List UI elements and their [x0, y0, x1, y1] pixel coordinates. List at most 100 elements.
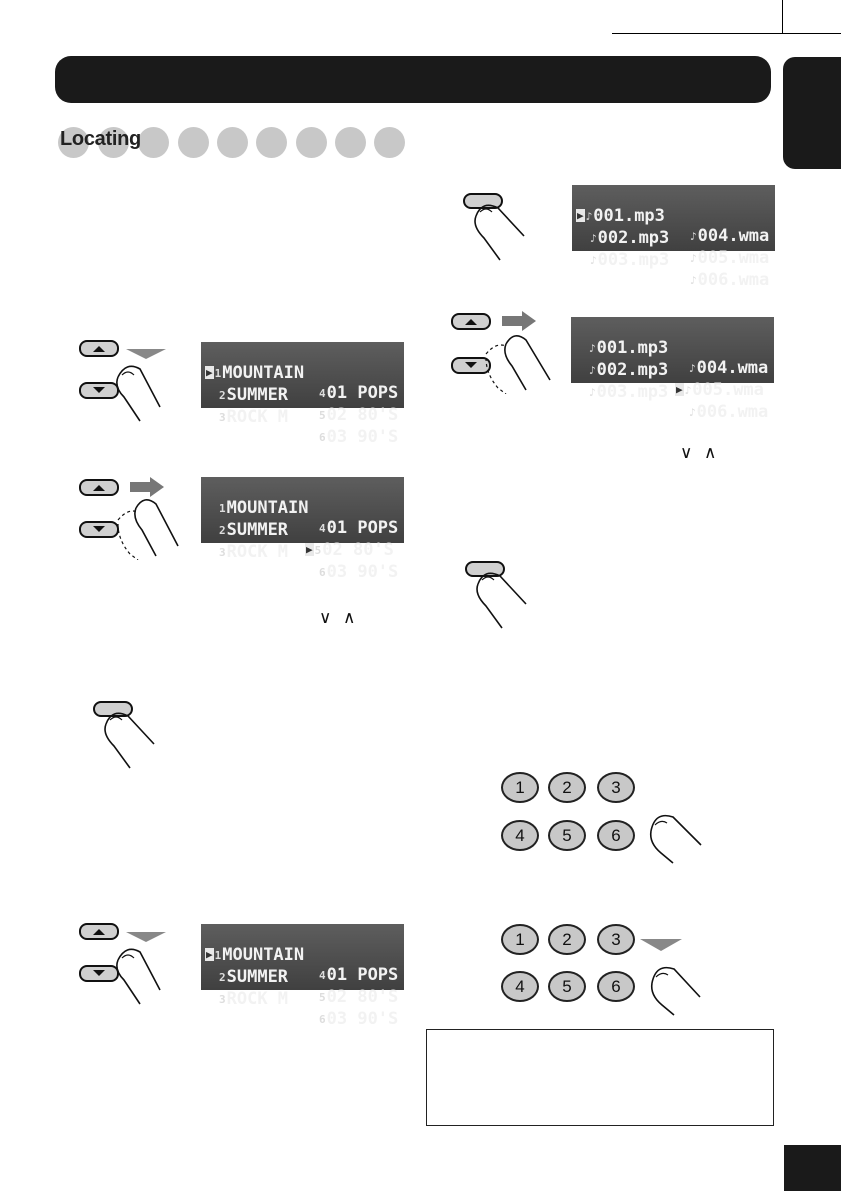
finger-press-icon: [476, 572, 527, 629]
music-note-icon: ♪: [590, 254, 597, 267]
chevron-up-icon: ∧: [343, 608, 356, 628]
folder-name: MOUNTAIN: [222, 945, 305, 965]
folder-number: 6: [319, 431, 326, 444]
decor-dot: [256, 127, 287, 158]
folder-number: 4: [319, 387, 326, 400]
folder-number: 5: [319, 991, 326, 1004]
folder-name: 01 POPS: [326, 518, 399, 538]
folder-name: MOUNTAIN: [222, 363, 305, 383]
down-button: [451, 357, 491, 374]
chevron-down-icon: ∨: [319, 608, 332, 628]
folder-name: MOUNTAIN: [226, 498, 309, 518]
music-note-icon: ♪: [689, 362, 696, 375]
decor-dot: [217, 127, 248, 158]
file-list-display-1: ▶♪001.mp3 ♪004.wma ♪002.mp3 ♪005.wma ♪00…: [572, 185, 775, 290]
selector-triangle-icon: ▶: [205, 948, 214, 961]
chevron-down-icon: ∨: [680, 443, 693, 463]
music-note-icon: ♪: [589, 342, 596, 355]
file-name: 002.mp3: [596, 360, 669, 380]
language-tab: [783, 57, 841, 169]
music-note-icon: ♪: [690, 230, 697, 243]
folder-name: SUMMER: [226, 385, 289, 405]
music-note-icon: ♪: [585, 210, 593, 223]
number-key: 3: [597, 924, 635, 955]
music-note-icon: ♪: [589, 364, 596, 377]
folder-number: 3: [219, 411, 226, 424]
music-note-icon: ♪: [589, 386, 596, 399]
finger-press-icon: [117, 499, 179, 560]
title-bar: [55, 56, 771, 103]
folder-number: 6: [319, 1013, 326, 1026]
file-name: 002.mp3: [597, 228, 670, 248]
file-name: 001.mp3: [596, 338, 669, 358]
crop-mark: [782, 0, 783, 33]
folder-number: 6: [319, 566, 326, 579]
folder-number: 4: [319, 522, 326, 535]
finger-press-icon: [116, 948, 161, 1005]
folder-number: 4: [319, 969, 326, 982]
number-key: 6: [597, 971, 635, 1002]
arrow-right-icon: [130, 477, 164, 497]
up-down-press-illustration: [79, 477, 179, 560]
folder-name: 02 80'S: [326, 405, 399, 425]
finger-press-icon: [650, 966, 701, 1016]
arrow-right-icon: [502, 311, 536, 331]
selector-triangle-icon: ▶: [205, 366, 214, 379]
music-note-icon: ♪: [689, 406, 696, 419]
folder-list-display-2: 1MOUNTAIN 401 POPS 2SUMMER ▶502 80'S 3RO…: [201, 477, 404, 582]
folder-number: 2: [219, 524, 226, 537]
file-name: 001.mp3: [593, 206, 665, 226]
folder-list-display-1: ▶1MOUNTAIN 401 POPS 2SUMMER 502 80'S 3RO…: [201, 342, 404, 447]
folder-list-display-3: ▶1MOUNTAIN 401 POPS 2SUMMER 502 80'S 3RO…: [201, 924, 404, 1029]
arrow-down-icon: [126, 932, 166, 942]
number-key: 1: [501, 772, 539, 803]
folder-number: 3: [219, 993, 226, 1006]
up-down-press-illustration: [79, 923, 166, 1005]
file-name: 005.wma: [692, 380, 764, 400]
number-key: 5: [548, 971, 586, 1002]
selector-triangle-icon: ▶: [576, 209, 585, 222]
folder-number: 5: [314, 544, 322, 557]
number-key: 6: [597, 820, 635, 851]
file-name: 004.wma: [697, 226, 770, 246]
file-list-display-2: ♪001.mp3 ♪004.wma ♪002.mp3 ▶♪005.wma ♪00…: [571, 317, 774, 422]
file-name: 003.mp3: [597, 250, 670, 270]
folder-name: 03 90'S: [326, 427, 399, 447]
down-button: [79, 382, 119, 399]
decor-dot: [374, 127, 405, 158]
selector-triangle-icon: ▶: [675, 383, 684, 396]
decor-dot: [178, 127, 209, 158]
decor-dot: [296, 127, 327, 158]
finger-press-icon: [649, 814, 702, 864]
folder-name: 02 80'S: [326, 987, 399, 1007]
folder-name: 01 POPS: [326, 383, 399, 403]
decor-dot: [58, 127, 89, 158]
file-name: 006.wma: [697, 270, 770, 290]
folder-number: 2: [219, 389, 226, 402]
folder-name: SUMMER: [226, 967, 289, 987]
folder-name: ROCK M: [226, 407, 289, 427]
up-button: [79, 340, 119, 357]
pill-button: [93, 701, 133, 717]
file-name: 006.wma: [696, 402, 769, 422]
up-down-press-illustration: [451, 311, 551, 394]
arrow-down-icon: [126, 349, 166, 359]
music-note-icon: ♪: [690, 252, 697, 265]
arrow-down-icon: [640, 939, 682, 951]
number-key: 4: [501, 971, 539, 1002]
file-name: 003.mp3: [596, 382, 669, 402]
folder-name: ROCK M: [226, 989, 289, 1009]
file-name: 005.wma: [697, 248, 770, 268]
folder-number: 5: [319, 409, 326, 422]
folder-name: ROCK M: [226, 542, 289, 562]
music-note-icon: ♪: [684, 384, 692, 397]
up-button: [79, 479, 119, 496]
decor-dot: [335, 127, 366, 158]
folder-number: 1: [214, 949, 222, 962]
section-title: Locating: [60, 128, 141, 150]
number-key: 2: [548, 924, 586, 955]
folder-number: 2: [219, 971, 226, 984]
finger-press-with-arrow: [640, 939, 701, 1016]
folder-name: 03 90'S: [326, 1009, 399, 1029]
number-key: 3: [597, 772, 635, 803]
